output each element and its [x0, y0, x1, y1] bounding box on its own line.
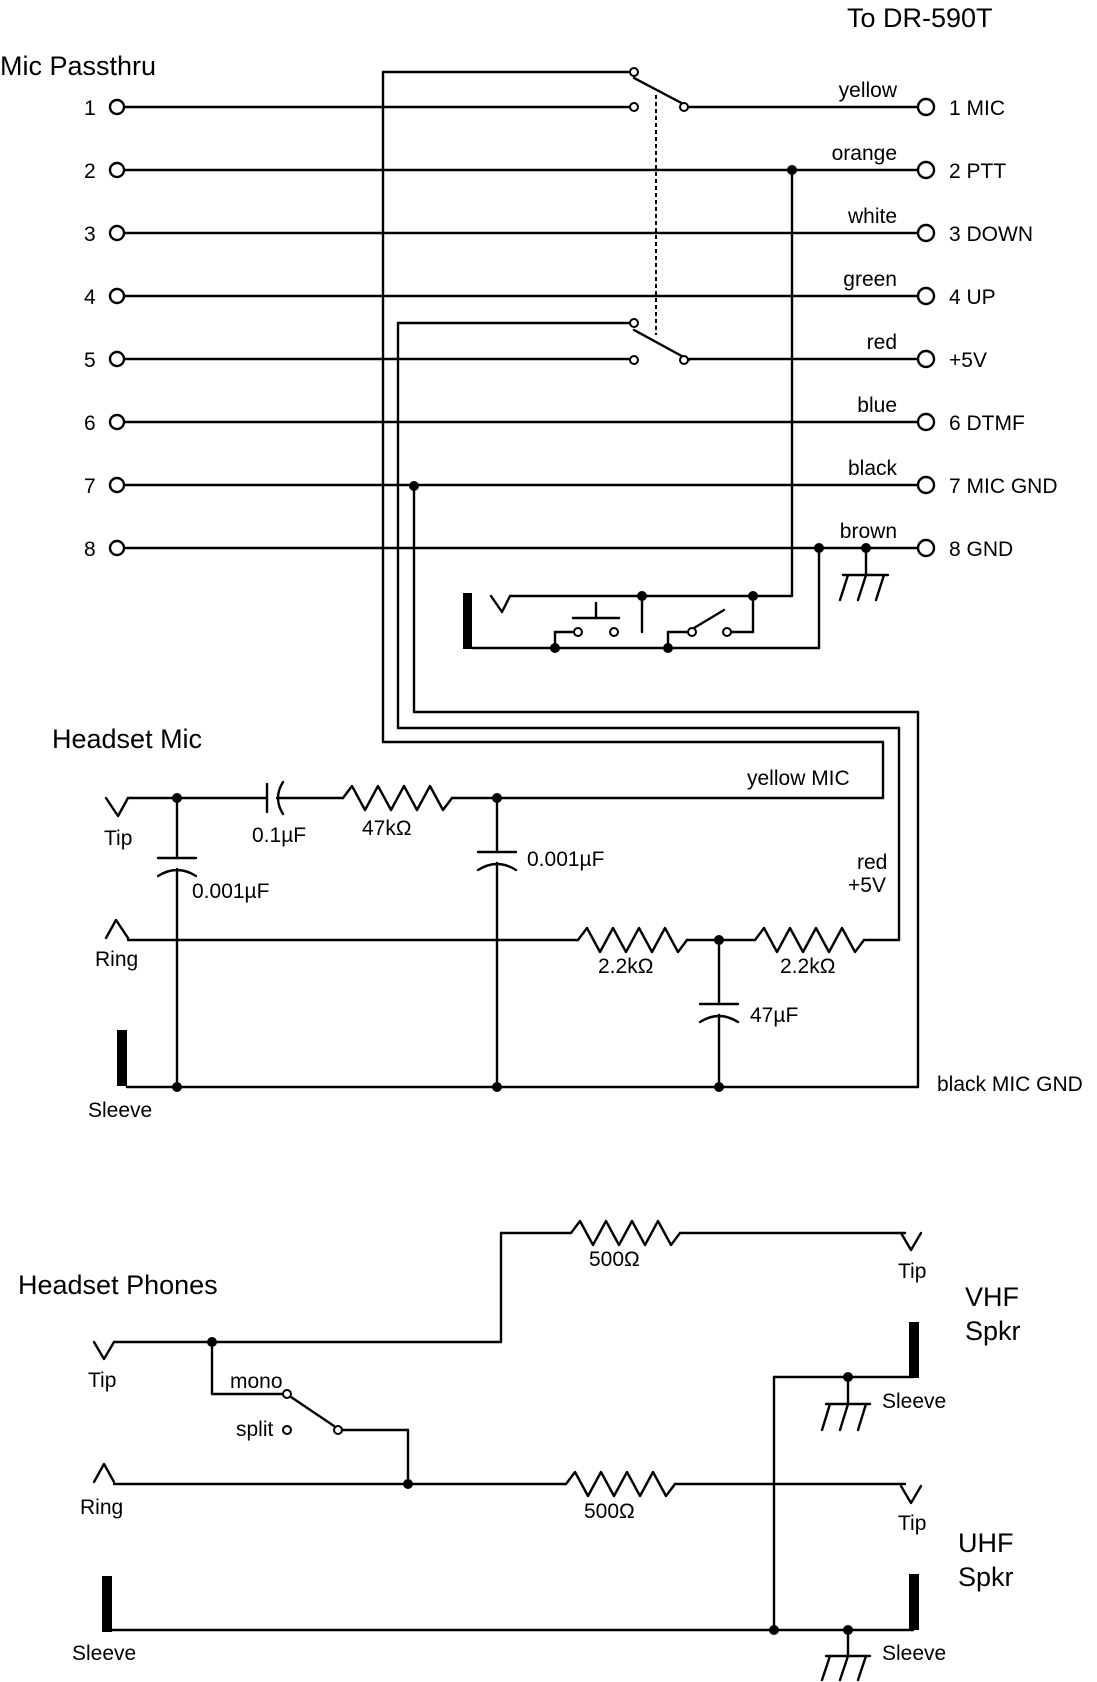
pin-row: 3 white 3 DOWN	[84, 205, 1033, 246]
radio-pin-label: 7 MIC GND	[949, 475, 1058, 498]
pin-number: 5	[84, 349, 96, 372]
radio-pin-label: 6 DTMF	[949, 412, 1025, 435]
split-label: split	[236, 1418, 274, 1441]
uhf-sleeve-label: Sleeve	[882, 1642, 946, 1665]
left-jack	[108, 539, 126, 557]
pin-number: 8	[84, 538, 96, 561]
pin-row: 4 green 4 UP	[84, 268, 996, 309]
radio-pin-label: 1 MIC	[949, 97, 1005, 120]
left-jack	[108, 476, 126, 494]
radio-pin-label: +5V	[949, 349, 987, 372]
headset-phones-circuit: Tip 500Ω Tip mono split Ring 500Ω Tip	[72, 1219, 1021, 1682]
right-jack	[916, 349, 936, 369]
dpdt-switch	[381, 67, 691, 744]
uhf-tip-label: Tip	[898, 1512, 926, 1535]
left-jack	[108, 224, 126, 242]
right-jack	[916, 475, 936, 495]
pin-row: 8 brown 8 GND	[84, 520, 1013, 561]
pin-number: 2	[84, 160, 96, 183]
mic-bundle	[381, 481, 920, 1089]
plus5v-label: +5V	[848, 874, 886, 897]
wire-color-label: red	[867, 331, 897, 354]
yellow-mic-label: yellow MIC	[747, 767, 850, 790]
uhf-label: UHF	[958, 1528, 1014, 1558]
pin-number: 6	[84, 412, 96, 435]
radio-pin-label: 4 UP	[949, 286, 996, 309]
c4-label: 47µF	[750, 1004, 798, 1027]
pin-number: 1	[84, 97, 96, 120]
title: To DR-590T	[847, 3, 993, 33]
headset-mic-heading: Headset Mic	[52, 724, 202, 754]
wire-color-label: black	[848, 457, 898, 480]
r2-label: 2.2kΩ	[598, 955, 653, 978]
phones-ring-label: Ring	[80, 1496, 123, 1519]
pin-row: 5 red +5V	[84, 331, 987, 372]
pin-row: 7 black 7 MIC GND	[84, 457, 1058, 498]
left-jack	[108, 287, 126, 305]
left-jack	[108, 161, 126, 179]
radio-pin-label: 3 DOWN	[949, 223, 1033, 246]
vhf-spkr-label: Spkr	[965, 1316, 1021, 1346]
wire-color-label: green	[843, 268, 897, 291]
left-jack	[108, 98, 126, 116]
vhf-sleeve-label: Sleeve	[882, 1390, 946, 1413]
ptt-circuit	[463, 165, 890, 653]
right-jack	[916, 223, 936, 243]
wire-color-label: brown	[840, 520, 897, 543]
r-bottom-label: 500Ω	[584, 1500, 635, 1523]
c3-label: 0.001µF	[527, 848, 604, 871]
r1-label: 47kΩ	[362, 817, 412, 840]
vhf-tip-label: Tip	[898, 1260, 926, 1283]
wire-color-label: yellow	[839, 79, 898, 102]
mic-passthru-heading: Mic Passthru	[0, 51, 156, 81]
phones-tip-label: Tip	[88, 1369, 116, 1392]
black-mic-gnd-label: black MIC GND	[937, 1073, 1083, 1096]
left-jack	[108, 413, 126, 431]
uhf-spkr-label: Spkr	[958, 1562, 1014, 1592]
mono-label: mono	[230, 1370, 283, 1393]
pin-number: 4	[84, 286, 96, 309]
right-jack	[916, 97, 936, 117]
headset-mic-circuit: Tip 0.1µF 47kΩ yellow MIC 0.001µF 0.001µ…	[88, 767, 1083, 1122]
pin-rows: 1 yellow 1 MIC 2 orange 2 PTT 3 white 3 DOWN 4 gre…	[84, 79, 1058, 561]
pin-row: 2 orange 2 PTT	[84, 142, 1006, 183]
pin-row: 6 blue 6 DTMF	[84, 394, 1025, 435]
pin-number: 7	[84, 475, 96, 498]
pin-row: 1 yellow 1 MIC	[84, 79, 1005, 120]
radio-pin-label: 2 PTT	[949, 160, 1006, 183]
left-jack	[108, 350, 126, 368]
c2-label: 0.001µF	[192, 880, 269, 903]
c1-label: 0.1µF	[252, 824, 306, 847]
wire-color-label: white	[847, 205, 897, 228]
wire-color-label: blue	[857, 394, 897, 417]
mic-tip-label: Tip	[104, 827, 132, 850]
right-jack	[916, 538, 936, 558]
wire-color-label: orange	[832, 142, 897, 165]
r-top-label: 500Ω	[589, 1248, 640, 1271]
mic-sleeve-label: Sleeve	[88, 1099, 152, 1122]
r3-label: 2.2kΩ	[780, 955, 835, 978]
phones-sleeve-label: Sleeve	[72, 1642, 136, 1665]
vhf-label: VHF	[965, 1282, 1019, 1312]
headset-phones-heading: Headset Phones	[18, 1270, 218, 1300]
red-label: red	[857, 851, 887, 874]
right-jack	[916, 412, 936, 432]
radio-pin-label: 8 GND	[949, 538, 1013, 561]
pin-number: 3	[84, 223, 96, 246]
mic-ring-label: Ring	[95, 948, 138, 971]
right-jack	[916, 160, 936, 180]
right-jack	[916, 286, 936, 306]
